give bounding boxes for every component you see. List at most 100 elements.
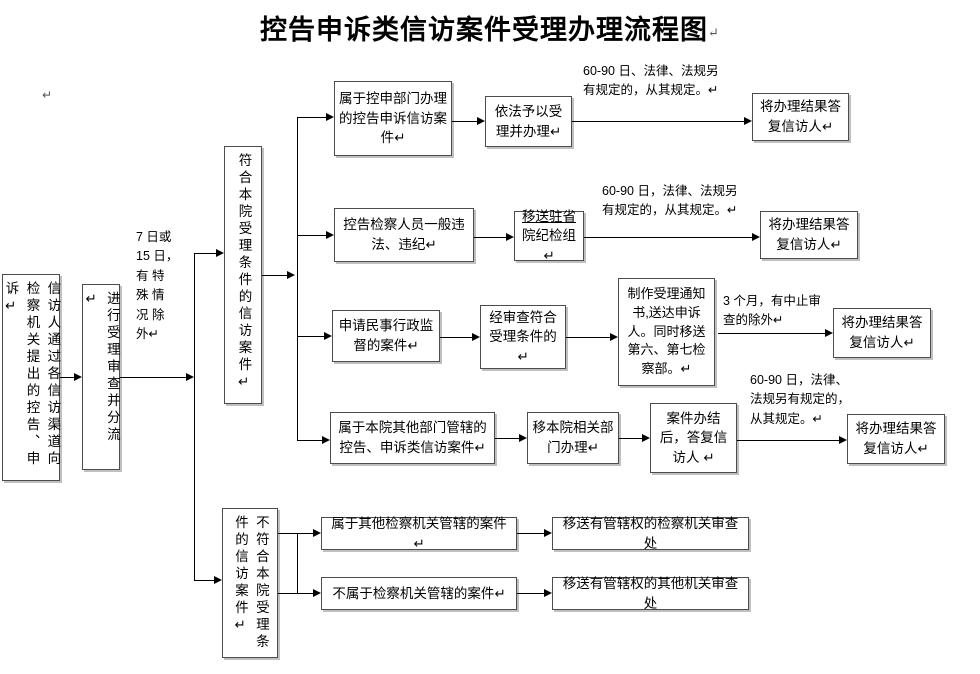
connector-stem-not-eligible — [194, 580, 214, 581]
arrowhead-eligible-fan — [287, 271, 295, 279]
box-r3-case: 申请民事行政监督的案件↵ — [332, 310, 440, 362]
box-r6-action-label: 移送有管辖权的其他机关审查处 — [562, 575, 739, 611]
box-r3-action: 制作受理通知书,送达申诉人。同时移送第六、第七检察部。↵ — [618, 278, 715, 386]
box-r6-action: 移送有管辖权的其他机关审查处 — [552, 575, 749, 611]
arrowhead-review-branch — [186, 373, 194, 381]
box-not-eligible-label: 不符合本院受理条件的信访案件↵ — [233, 515, 269, 651]
box-r4-case-label: 属于本院其他部门管辖的控告、申诉类信访案件↵ — [338, 420, 487, 455]
arrowhead-r5-in — [313, 529, 321, 537]
arrowhead-r1-case-action — [477, 117, 485, 125]
box-r1-action: 依法予以受理并办理↵ — [485, 96, 572, 147]
stray-paragraph-mark: ↵ — [42, 88, 53, 102]
label-r4-timeframe: 60-90 日，法律、 法规另有规定的， 从其规定。↵ — [750, 373, 851, 426]
label-intake-timeframe: 7 日或 15 日， 有 特 殊 情 况 除 外↵ — [136, 230, 179, 341]
connector-r4-after-result — [737, 440, 839, 441]
arrowhead-r3-action-result — [825, 329, 833, 337]
box-r2-case: 控告检察人员一般违法、违纪↵ — [334, 208, 474, 262]
connector-fan-r3 — [297, 336, 324, 337]
arrowhead-fan-r4 — [322, 436, 330, 444]
arrowhead-r4-after-result — [839, 436, 847, 444]
box-r3-action-label: 制作受理通知书,送达申诉人。同时移送第六、第七检察部。↵ — [627, 285, 706, 377]
arrowhead-r2-case-action — [506, 233, 514, 241]
connector-r4-action-after — [619, 438, 642, 439]
page-title: 控告申诉类信访案件受理办理流程图↵ — [0, 8, 980, 47]
connector-stem-eligible — [194, 253, 216, 254]
arrowhead-fan-r2 — [326, 231, 334, 239]
box-review: 进行受理审查并分流↵ — [82, 284, 120, 470]
box-r2-action: 移送驻省 院纪检组↵ — [514, 209, 584, 263]
connector-intake-review — [60, 377, 74, 378]
box-r4-action: 移本院相关部门办理↵ — [527, 412, 619, 464]
box-r4-result: 将办理结果答复信访人↵ — [847, 414, 945, 464]
arrowhead-intake-review — [74, 373, 82, 381]
connector-fan-stem — [297, 117, 298, 440]
box-r2-action-line1: 移送驻省 — [522, 208, 576, 224]
arrowhead-r4-action-after — [642, 434, 650, 442]
box-r1-result-label: 将办理结果答复信访人↵ — [760, 99, 841, 134]
connector-r2-action-result — [584, 237, 752, 238]
box-r5-action-label: 移送有管辖权的检察机关审查处 — [562, 515, 739, 551]
box-r2-result-label: 将办理结果答复信访人↵ — [768, 217, 850, 252]
box-review-label: 进行受理审查并分流↵ — [84, 291, 120, 444]
connector-r1-case-action — [452, 121, 477, 122]
box-r3-result-label: 将办理结果答复信访人↵ — [841, 315, 923, 350]
label-r2-timeframe: 60-90 日，法律、法规另 有规定的，从其规定。↵ — [602, 184, 738, 218]
box-r2-action-label: 移送驻省 院纪检组↵ — [519, 207, 579, 266]
box-r5-case-label: 属于其他检察机关管辖的案件↵ — [331, 515, 507, 551]
box-not-eligible: 不符合本院受理条件的信访案件↵ — [222, 508, 278, 658]
box-r3-check-label: 经审查符合受理条件的↵ — [489, 309, 557, 364]
connector-not-eligible-r6 — [278, 593, 297, 594]
box-r4-after-label: 案件办结后，答复信访人 ↵ — [659, 410, 728, 465]
box-r6-case: 不属于检察机关管辖的案件↵ — [321, 577, 517, 610]
arrowhead-r1-action-result — [744, 117, 752, 125]
box-r4-action-label: 移本院相关部门办理↵ — [532, 420, 614, 455]
connector-r5-case-action — [517, 533, 544, 534]
box-r2-result: 将办理结果答复信访人↵ — [760, 211, 858, 259]
connector-r3-action-result — [718, 333, 825, 334]
connector-fan-r2 — [297, 235, 326, 236]
label-r3-timeframe: 3 个月，有中止审 查的除外↵ — [723, 294, 821, 328]
box-r4-after: 案件办结后，答复信访人 ↵ — [650, 403, 737, 473]
box-r6-case-label: 不属于检察机关管辖的案件↵ — [332, 585, 506, 601]
arrowhead-r6-in — [313, 589, 321, 597]
box-r1-case: 属于控申部门办理的控告申诉信访案件↵ — [334, 81, 452, 156]
connector-not-eligible-r5 — [278, 533, 297, 534]
connector-r3-check-action — [566, 337, 610, 338]
box-r3-result: 将办理结果答复信访人↵ — [833, 308, 931, 358]
arrowhead-stem-not-eligible — [214, 576, 222, 584]
box-eligible: 符合本院受理条件的信访案件↵ — [224, 146, 262, 404]
box-eligible-label: 符合本院受理条件的信访案件↵ — [236, 153, 252, 394]
box-intake-label: 信访人通过各信访渠道向检察机关提出的控告、申诉↵ — [3, 281, 61, 468]
box-r2-action-line2: 院纪检组↵ — [522, 228, 576, 263]
connector-eligible-fan — [262, 275, 287, 276]
box-r3-check: 经审查符合受理条件的↵ — [480, 305, 566, 369]
box-r2-case-label: 控告检察人员一般违法、违纪↵ — [343, 217, 465, 252]
connector-r6-in — [297, 593, 313, 594]
label-r1-timeframe: 60-90 日、法律、法规另 有规定的，从其规定。↵ — [583, 64, 719, 98]
arrowhead-r6-case-action — [544, 589, 552, 597]
pilcrow-mark: ↵ — [708, 24, 720, 40]
connector-r4-case-action — [495, 438, 519, 439]
box-r5-case: 属于其他检察机关管辖的案件↵ — [321, 515, 517, 551]
arrowhead-r4-case-action — [519, 434, 527, 442]
box-r1-action-label: 依法予以受理并办理↵ — [494, 103, 563, 139]
connector-fan-r4 — [297, 440, 322, 441]
arrowhead-stem-eligible — [216, 249, 224, 257]
connector-r6-case-action — [517, 593, 544, 594]
page-title-text: 控告申诉类信访案件受理办理流程图 — [260, 15, 709, 45]
box-intake: 信访人通过各信访渠道向检察机关提出的控告、申诉↵ — [2, 274, 60, 481]
arrowhead-fan-r1 — [326, 113, 334, 121]
connector-split-stem — [194, 253, 195, 580]
arrowhead-fan-r3 — [324, 332, 332, 340]
arrowhead-r5-case-action — [544, 529, 552, 537]
connector-review-branch — [120, 377, 186, 378]
connector-r1-action-result — [572, 121, 744, 122]
arrowhead-r2-action-result — [752, 233, 760, 241]
connector-not-eligible-stem — [297, 533, 298, 593]
box-r5-action: 移送有管辖权的检察机关审查处 — [552, 515, 749, 551]
arrowhead-r3-check-action — [610, 333, 618, 341]
connector-fan-r1 — [297, 117, 326, 118]
box-r3-case-label: 申请民事行政监督的案件↵ — [338, 318, 434, 353]
box-r4-result-label: 将办理结果答复信访人↵ — [855, 421, 937, 456]
